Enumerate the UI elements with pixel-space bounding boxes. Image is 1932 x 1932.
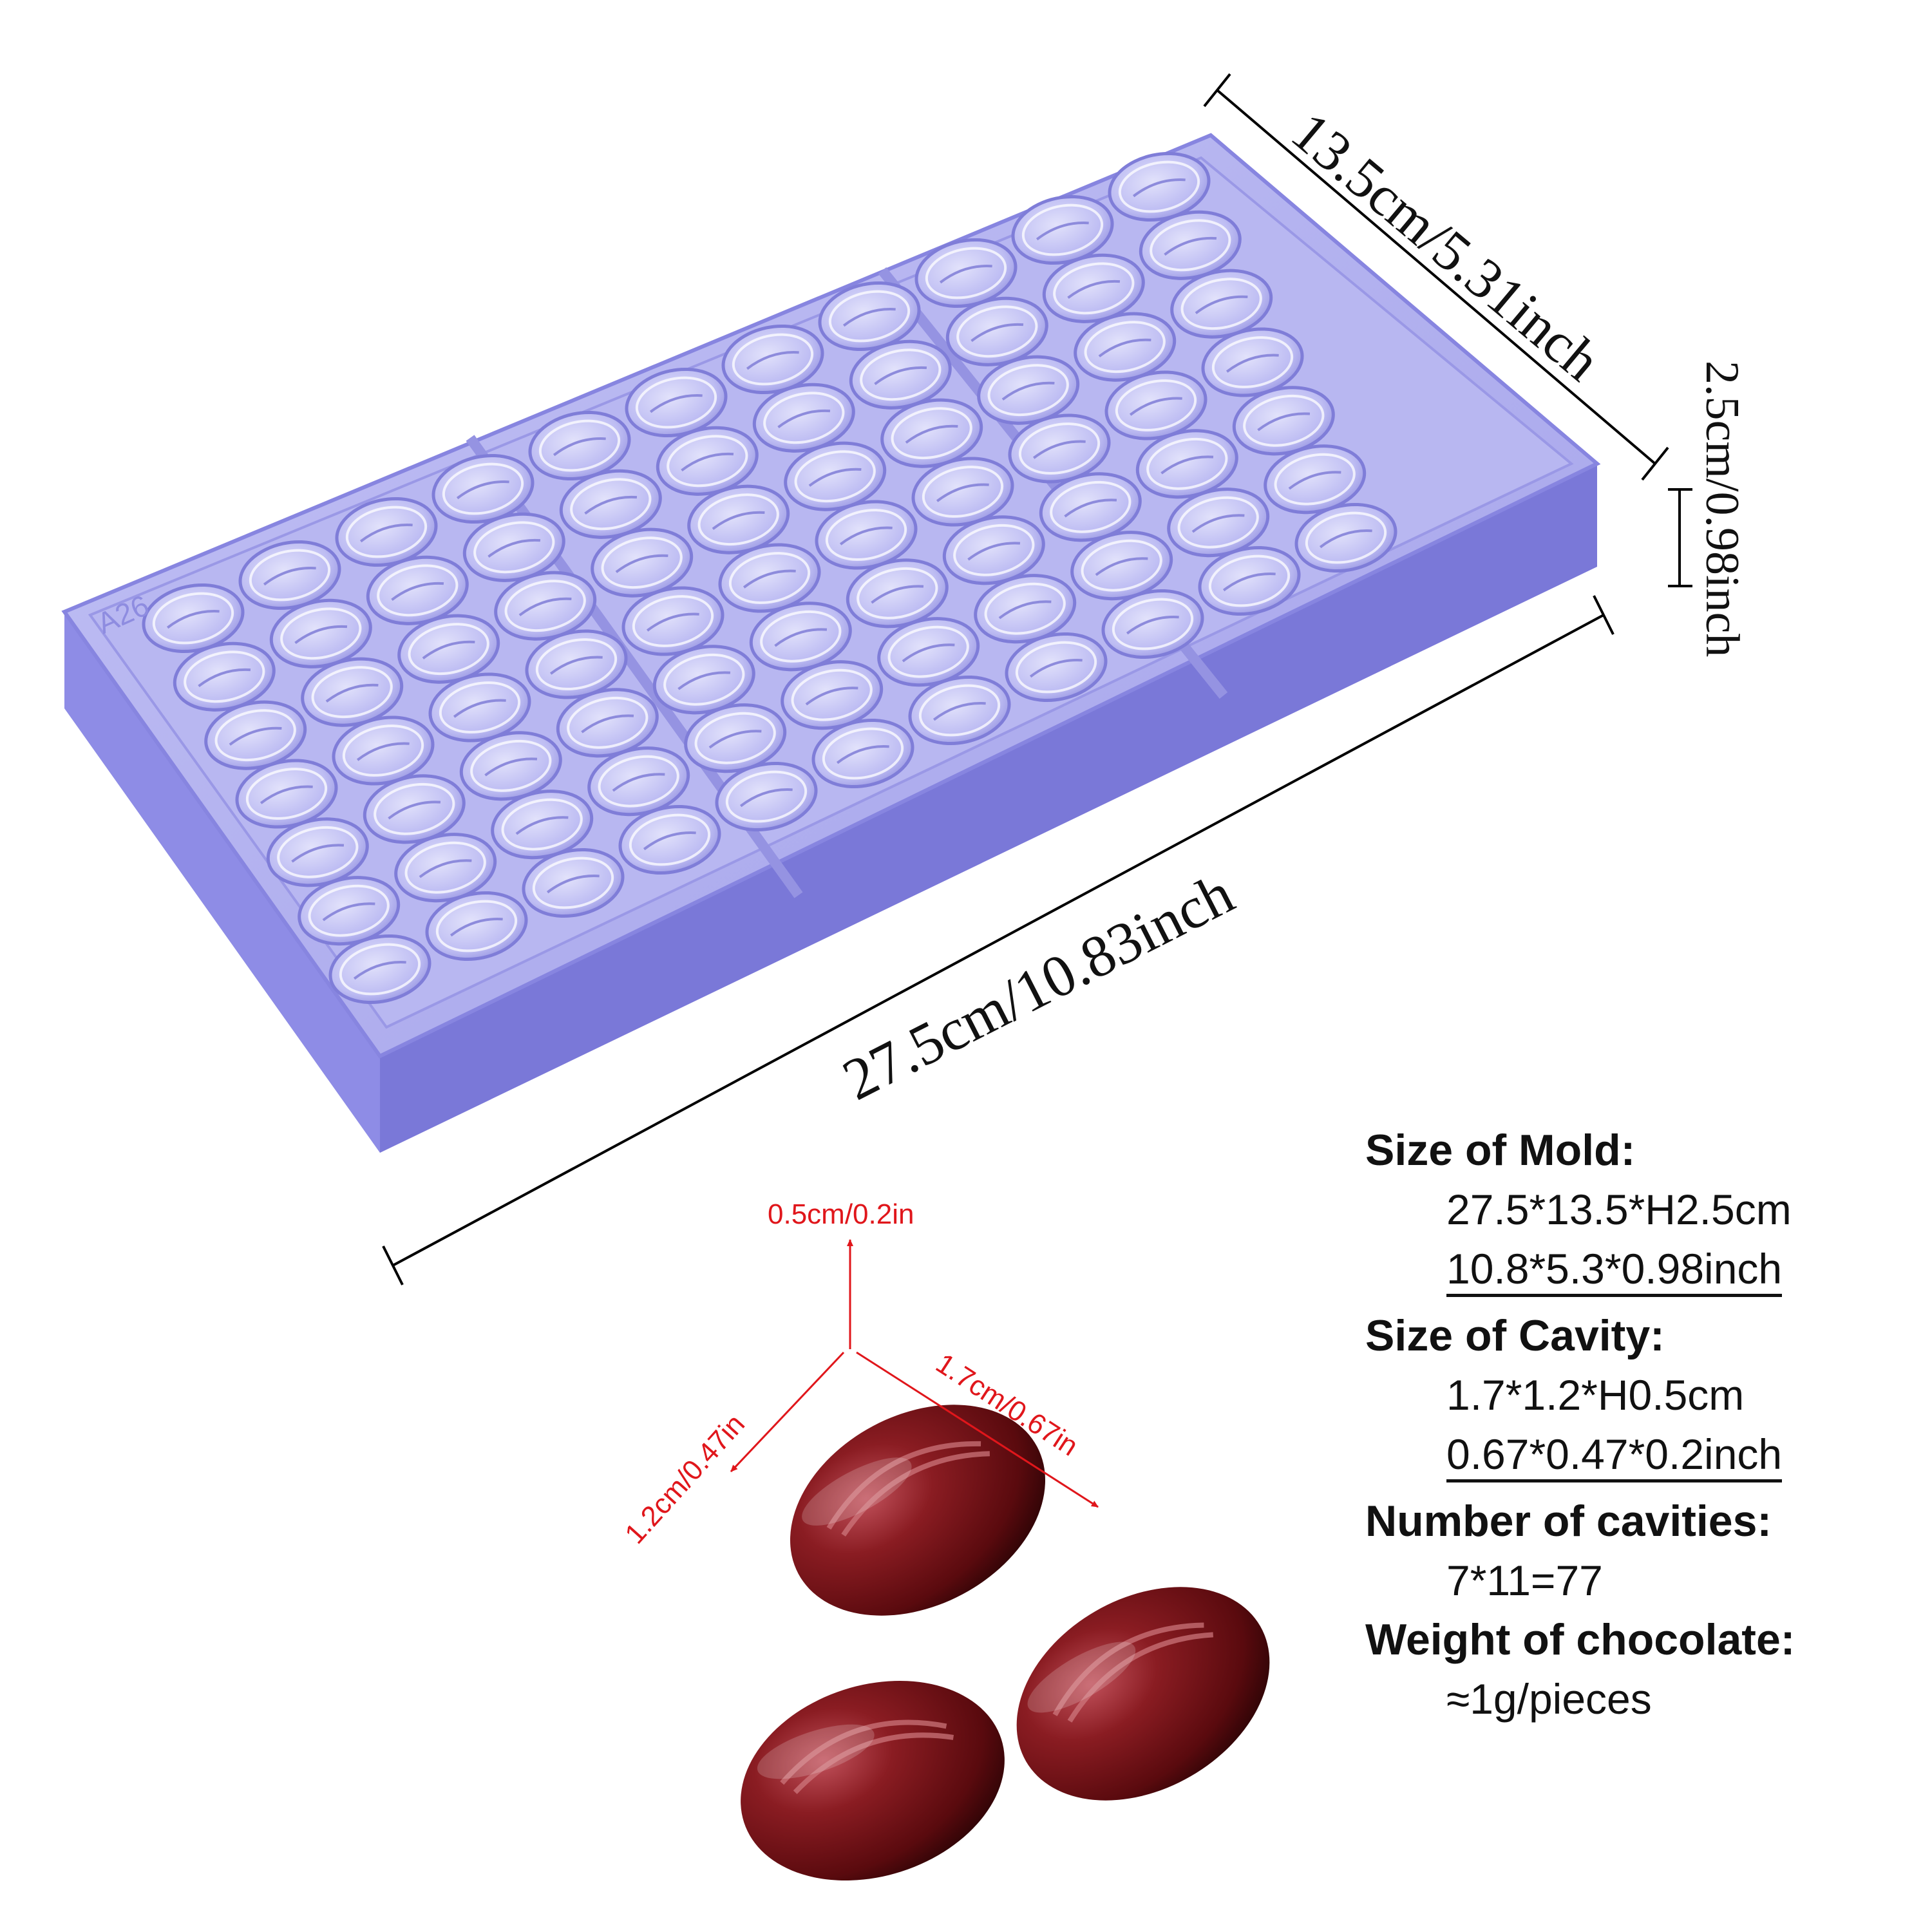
- chocolate-weight-heading: Weight of chocolate:: [1365, 1615, 1795, 1664]
- mold-cavity: [1170, 269, 1273, 339]
- mold-cavity: [911, 457, 1014, 527]
- specifications-panel: Size of Mold: 27.5*13.5*H2.5cm 10.8*5.3*…: [1365, 1121, 1919, 1728]
- cavity-size-cm: 1.7*1.2*H0.5cm: [1446, 1371, 1745, 1419]
- height-dimension: 2.5cm/0.98inch: [1668, 361, 1748, 657]
- cavity-height-label: 0.5cm/0.2in: [768, 1198, 914, 1230]
- mold-cavity: [142, 583, 245, 654]
- mold-cavity: [1005, 632, 1108, 703]
- mold-cavity: [908, 675, 1011, 746]
- mold-cavity: [815, 500, 918, 570]
- mold-cavity: [335, 497, 438, 567]
- chocolate-weight-value: ≈1g/pieces: [1446, 1675, 1652, 1723]
- cavity-count-value: 7*11=77: [1446, 1557, 1603, 1604]
- height-label: 2.5cm/0.98inch: [1696, 361, 1748, 657]
- cavity-width-label: 1.2cm/0.47in: [619, 1408, 751, 1550]
- cavity-size-inch: 0.67*0.47*0.2inch: [1446, 1429, 1783, 1482]
- mold-cavity: [522, 848, 625, 918]
- mold-cavity: [1135, 429, 1238, 499]
- mold-size-inch: 10.8*5.3*0.98inch: [1446, 1244, 1783, 1297]
- mold-cavity: [721, 324, 824, 395]
- chocolate-bean: [741, 1681, 1005, 1880]
- mold-cavity: [301, 657, 404, 727]
- cavity-length-arrow: [856, 1351, 1099, 1508]
- cavity-count-heading: Number of cavities:: [1365, 1497, 1772, 1546]
- mold-cavity: [1232, 386, 1335, 456]
- mold-cavity: [914, 238, 1018, 308]
- chocolate-bean: [790, 1405, 1046, 1616]
- mold-cavity: [1101, 589, 1204, 659]
- mold-cavity: [781, 660, 884, 730]
- mold-cavity: [1070, 531, 1173, 601]
- mold-cavity: [621, 586, 724, 656]
- mold-cavity: [1011, 194, 1114, 265]
- mold-cavity: [974, 574, 1077, 644]
- mold-cavity: [459, 731, 562, 801]
- mold-cavity: [656, 426, 759, 496]
- mold-cavity: [363, 774, 466, 844]
- mold-size-cm: 27.5*13.5*H2.5cm: [1446, 1186, 1792, 1233]
- mold-cavity: [749, 601, 852, 672]
- mold-cavity: [394, 833, 497, 903]
- mold-cavity: [1039, 472, 1142, 542]
- mold-cavity: [1198, 545, 1301, 616]
- chocolate-mold-tray: A26: [61, 133, 1601, 1153]
- mold-side-right: [380, 464, 1597, 1153]
- mold-cavity: [684, 703, 787, 773]
- mold-cavity: [1042, 253, 1145, 323]
- mold-cavity: [715, 761, 818, 832]
- mold-cavity: [298, 876, 401, 946]
- mold-cavity: [942, 515, 1045, 585]
- mold-cavity: [784, 441, 887, 511]
- mold-cavity: [1294, 502, 1397, 573]
- mold-cavity: [752, 383, 855, 453]
- mold-cavity: [425, 891, 528, 961]
- mold-size-heading: Size of Mold:: [1365, 1126, 1636, 1175]
- chocolate-pieces: 0.5cm/0.2in 1.2cm/0.47in 1.7cm/0.67in: [619, 1198, 1270, 1880]
- mold-cavity: [494, 571, 597, 641]
- mold-cavity: [366, 555, 469, 625]
- cavity-size-heading: Size of Cavity:: [1365, 1311, 1665, 1360]
- mold-side-front: [64, 612, 380, 1153]
- mold-cavities: [142, 151, 1397, 1005]
- mold-cavity: [525, 629, 628, 699]
- mold-cavity: [618, 804, 721, 875]
- mold-cavity: [811, 718, 914, 789]
- mold-cavity: [652, 645, 755, 715]
- mold-cavity: [328, 934, 431, 1005]
- mold-cavity: [238, 540, 341, 611]
- chocolate-bean: [1016, 1587, 1270, 1801]
- cavity-width-arrow: [730, 1351, 845, 1473]
- mold-cavity: [877, 617, 980, 687]
- mold-cavity: [556, 688, 659, 758]
- mold-cavity: [528, 410, 631, 481]
